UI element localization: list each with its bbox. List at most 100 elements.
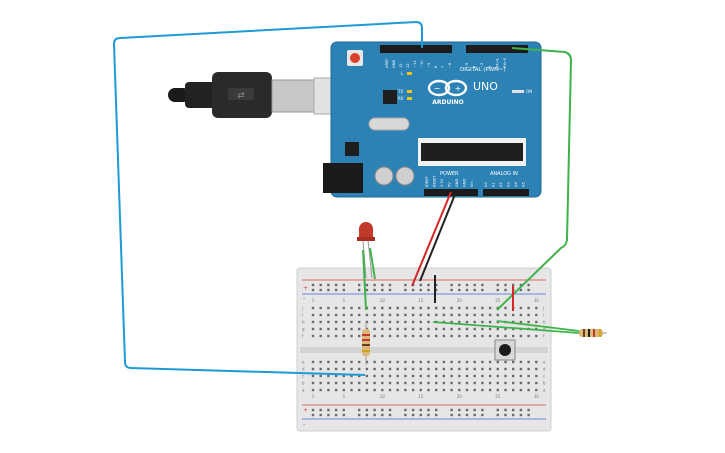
breadboard-hole[interactable]: [373, 320, 376, 324]
breadboard-hole[interactable]: [419, 306, 422, 310]
breadboard-hole[interactable]: [427, 283, 430, 287]
breadboard-hole[interactable]: [419, 320, 422, 324]
breadboard-hole[interactable]: [365, 374, 369, 378]
breadboard-hole[interactable]: [535, 381, 538, 385]
breadboard-hole[interactable]: [442, 327, 446, 331]
wire-green-led-anode[interactable]: [362, 249, 367, 311]
breadboard-hole[interactable]: [427, 374, 430, 378]
breadboard-hole[interactable]: [381, 374, 384, 378]
breadboard-hole[interactable]: [350, 381, 353, 385]
breadboard-hole[interactable]: [373, 388, 376, 392]
breadboard-hole[interactable]: [473, 408, 476, 412]
breadboard-hole[interactable]: [535, 374, 538, 378]
breadboard-hole[interactable]: [450, 334, 453, 338]
breadboard-hole[interactable]: [519, 283, 523, 287]
breadboard-hole[interactable]: [342, 381, 345, 385]
breadboard-hole[interactable]: [404, 381, 407, 385]
breadboard-hole[interactable]: [481, 313, 484, 317]
breadboard-hole[interactable]: [350, 388, 353, 392]
breadboard-hole[interactable]: [311, 374, 315, 378]
breadboard-hole[interactable]: [527, 388, 530, 392]
breadboard-hole[interactable]: [342, 320, 345, 324]
breadboard-hole[interactable]: [365, 288, 369, 292]
breadboard-hole[interactable]: [481, 306, 484, 310]
breadboard-hole[interactable]: [458, 320, 461, 324]
breadboard-hole[interactable]: [350, 306, 353, 310]
breadboard-hole[interactable]: [327, 306, 330, 310]
breadboard-hole[interactable]: [512, 313, 515, 317]
breadboard-hole[interactable]: [404, 288, 407, 292]
breadboard-hole[interactable]: [527, 288, 530, 292]
breadboard-hole[interactable]: [419, 327, 422, 331]
breadboard-hole[interactable]: [435, 388, 438, 392]
breadboard-hole[interactable]: [381, 334, 384, 338]
breadboard-hole[interactable]: [504, 360, 507, 364]
wires[interactable]: [112, 20, 580, 376]
breadboard-hole[interactable]: [319, 408, 322, 412]
breadboard-hole[interactable]: [535, 334, 538, 338]
breadboard-hole[interactable]: [396, 360, 399, 364]
breadboard-hole[interactable]: [327, 288, 330, 292]
breadboard-hole[interactable]: [358, 360, 361, 364]
breadboard-hole[interactable]: [342, 306, 345, 310]
breadboard-hole[interactable]: [388, 320, 392, 324]
breadboard-hole[interactable]: [442, 381, 446, 385]
breadboard-hole[interactable]: [519, 360, 523, 364]
breadboard-hole[interactable]: [334, 388, 338, 392]
breadboard-hole[interactable]: [419, 388, 422, 392]
breadboard-hole[interactable]: [411, 320, 415, 324]
breadboard-hole[interactable]: [319, 288, 322, 292]
breadboard-hole[interactable]: [442, 360, 446, 364]
resistor-pulldown[interactable]: [575, 329, 607, 337]
breadboard-hole[interactable]: [327, 381, 330, 385]
breadboard-hole[interactable]: [442, 388, 446, 392]
breadboard-hole[interactable]: [488, 334, 492, 338]
breadboard-hole[interactable]: [381, 413, 384, 417]
breadboard-hole[interactable]: [365, 313, 369, 317]
breadboard-hole[interactable]: [458, 413, 461, 417]
breadboard-hole[interactable]: [373, 413, 376, 417]
breadboard-hole[interactable]: [535, 367, 538, 371]
breadboard-hole[interactable]: [334, 374, 338, 378]
breadboard-hole[interactable]: [396, 334, 399, 338]
breadboard-hole[interactable]: [373, 306, 376, 310]
breadboard-hole[interactable]: [473, 334, 476, 338]
breadboard-hole[interactable]: [311, 327, 315, 331]
breadboard-hole[interactable]: [404, 367, 407, 371]
breadboard-hole[interactable]: [411, 313, 415, 317]
breadboard-hole[interactable]: [527, 320, 530, 324]
breadboard-hole[interactable]: [319, 374, 322, 378]
breadboard-hole[interactable]: [381, 388, 384, 392]
breadboard-hole[interactable]: [504, 367, 507, 371]
breadboard-hole[interactable]: [350, 367, 353, 371]
breadboard-hole[interactable]: [388, 374, 392, 378]
breadboard-hole[interactable]: [342, 374, 345, 378]
breadboard-hole[interactable]: [396, 320, 399, 324]
breadboard-hole[interactable]: [481, 327, 484, 331]
breadboard-hole[interactable]: [458, 334, 461, 338]
breadboard-hole[interactable]: [311, 408, 315, 412]
breadboard-hole[interactable]: [311, 413, 315, 417]
breadboard-hole[interactable]: [435, 283, 438, 287]
breadboard-hole[interactable]: [527, 313, 530, 317]
breadboard-hole[interactable]: [388, 360, 392, 364]
breadboard-hole[interactable]: [342, 388, 345, 392]
breadboard-hole[interactable]: [404, 374, 407, 378]
breadboard-hole[interactable]: [411, 413, 415, 417]
breadboard-hole[interactable]: [411, 374, 415, 378]
breadboard-hole[interactable]: [512, 334, 515, 338]
breadboard-hole[interactable]: [442, 374, 446, 378]
breadboard-hole[interactable]: [358, 313, 361, 317]
breadboard-hole[interactable]: [381, 313, 384, 317]
breadboard-hole[interactable]: [450, 320, 453, 324]
breadboard-hole[interactable]: [327, 413, 330, 417]
wire-green-digital[interactable]: [496, 47, 573, 311]
breadboard-hole[interactable]: [365, 388, 369, 392]
breadboard-hole[interactable]: [358, 334, 361, 338]
breadboard-hole[interactable]: [350, 313, 353, 317]
breadboard-hole[interactable]: [488, 367, 492, 371]
breadboard-hole[interactable]: [458, 381, 461, 385]
breadboard-hole[interactable]: [442, 367, 446, 371]
breadboard-hole[interactable]: [342, 408, 345, 412]
breadboard-hole[interactable]: [327, 320, 330, 324]
